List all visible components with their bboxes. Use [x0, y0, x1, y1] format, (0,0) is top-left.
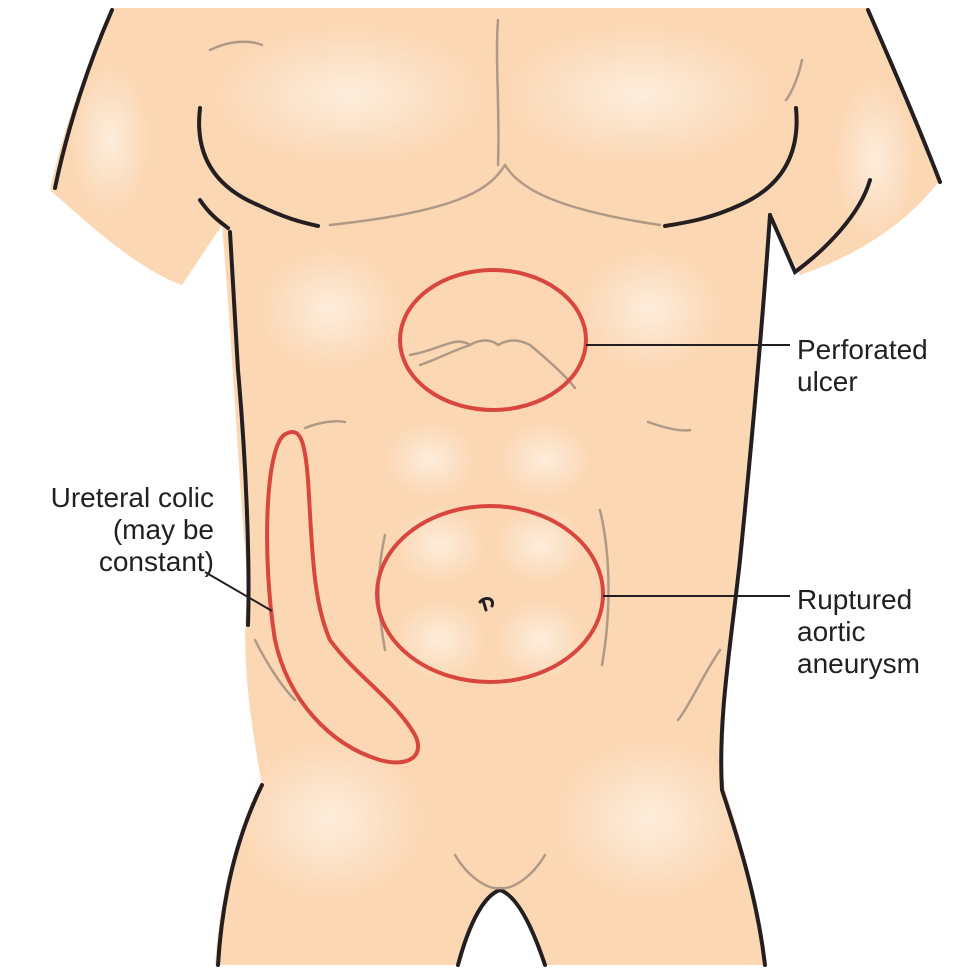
ruptured-aortic-aneurysm-label-line-2: aortic [797, 616, 920, 648]
ureteral-colic-label-line-1: Ureteral colic [14, 482, 214, 514]
ruptured-aortic-aneurysm-label: Ruptured aortic aneurysm [797, 584, 920, 680]
ureteral-colic-label-line-3: constant) [14, 546, 214, 578]
ruptured-aortic-aneurysm-label-line-3: aneurysm [797, 648, 920, 680]
ureteral-colic-label: Ureteral colic (may be constant) [14, 482, 214, 578]
perforated-ulcer-label: Perforated ulcer [797, 334, 928, 398]
ruptured-aortic-aneurysm-label-line-1: Ruptured [797, 584, 920, 616]
perforated-ulcer-label-line-1: Perforated [797, 334, 928, 366]
ureteral-colic-label-line-2: (may be [14, 514, 214, 546]
perforated-ulcer-label-line-2: ulcer [797, 366, 928, 398]
